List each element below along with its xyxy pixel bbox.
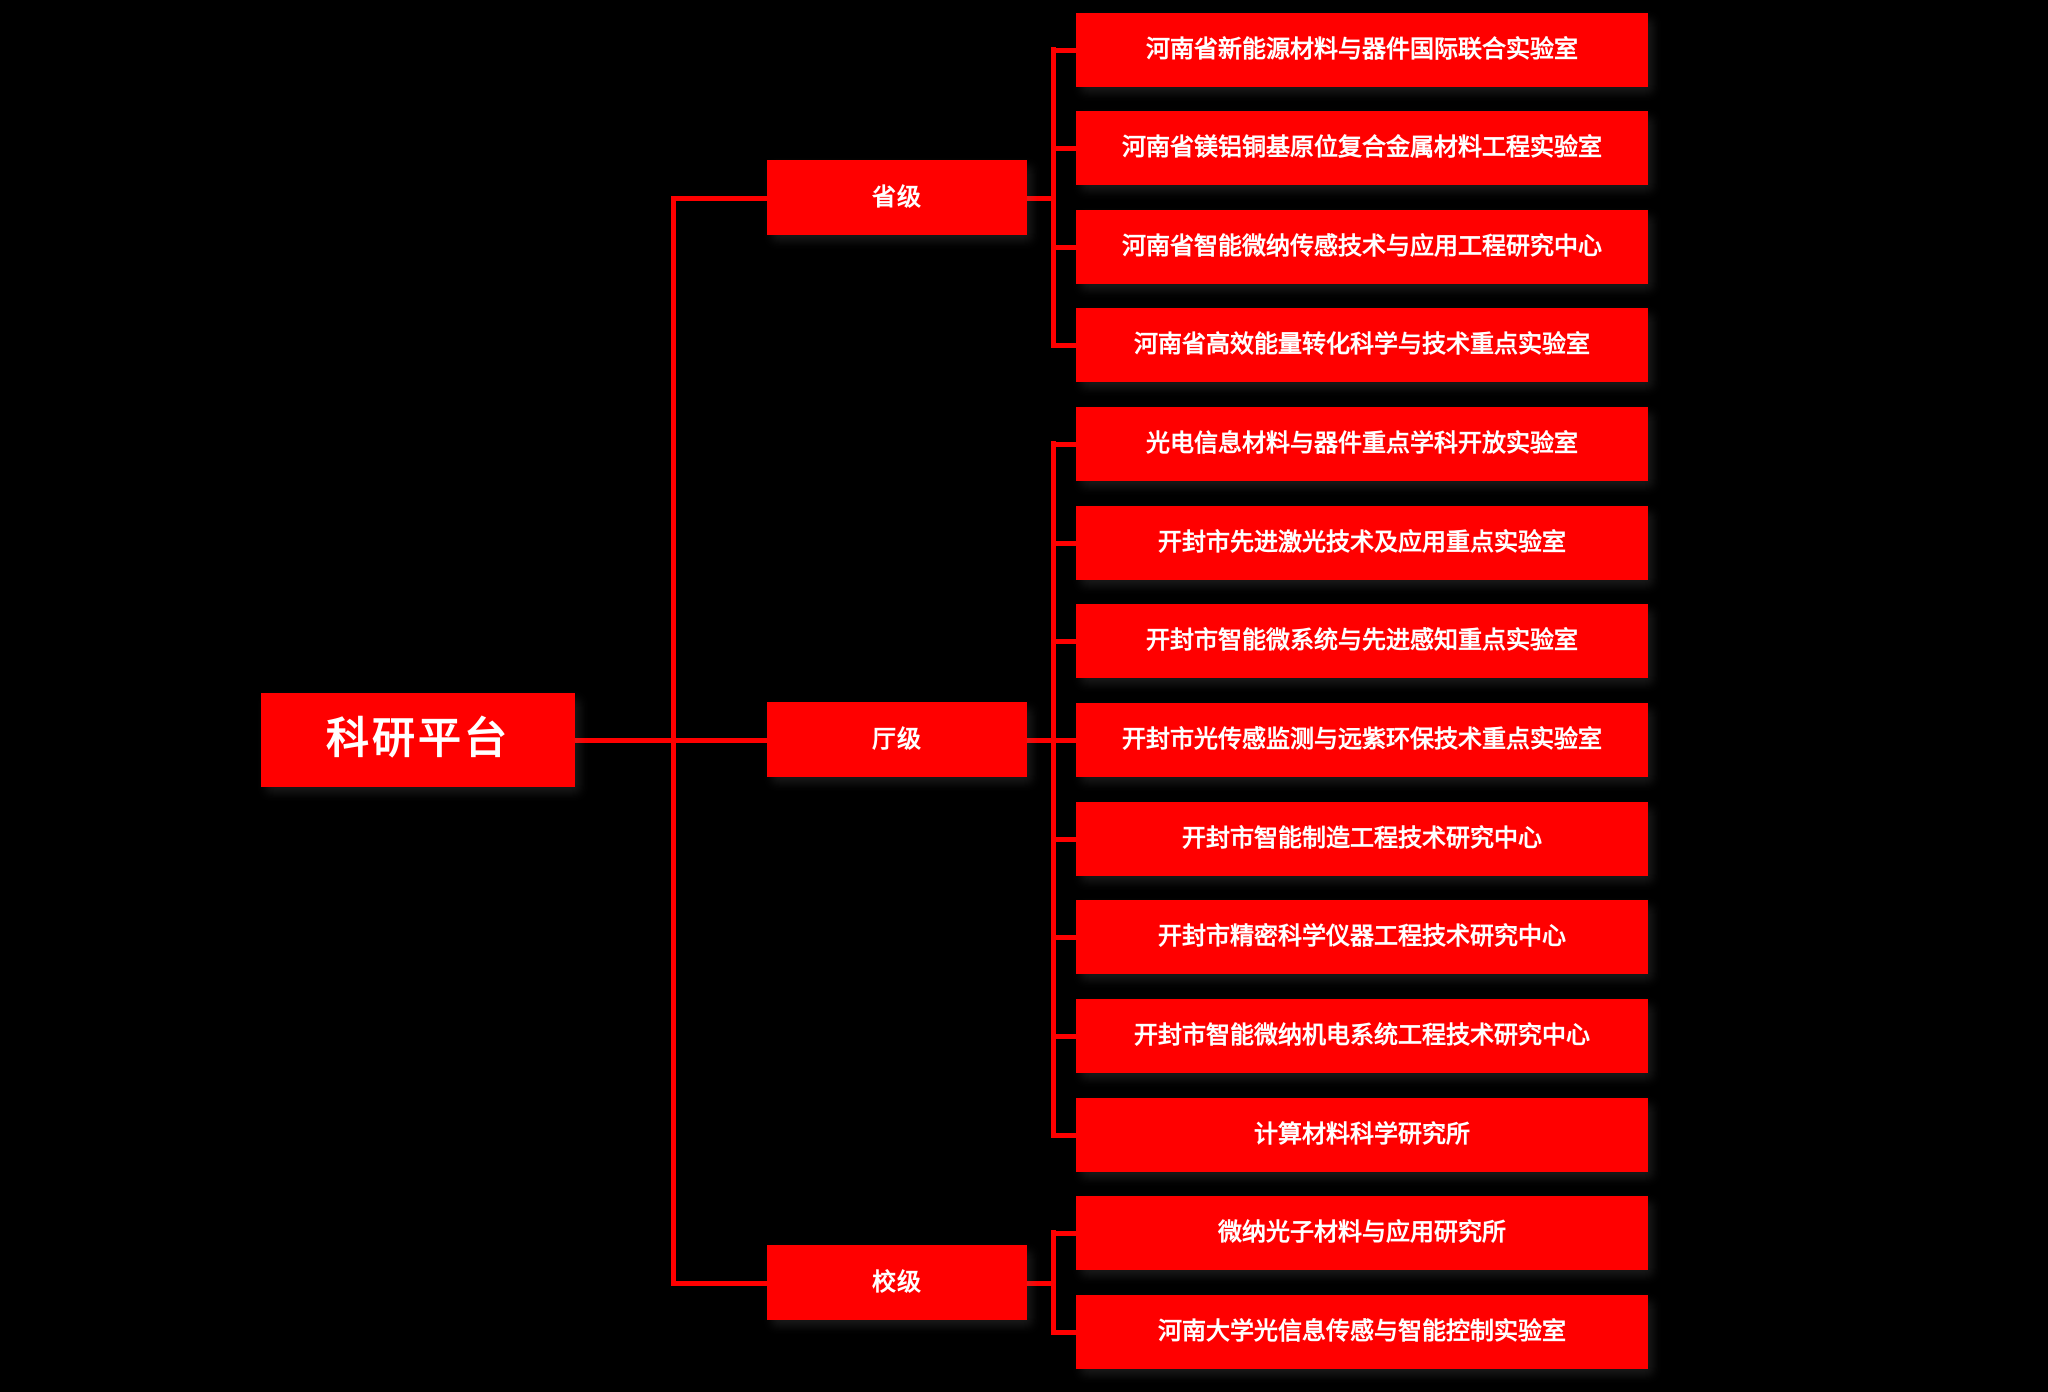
root-node-label: 科研平台	[326, 715, 510, 764]
group-node-department: 厅级	[767, 702, 1027, 777]
stub-leaf-1	[1051, 48, 1076, 53]
group-node-university: 校级	[767, 1245, 1027, 1320]
stub-leaf-4	[1051, 343, 1076, 348]
leaf-node: 河南省智能微纳传感技术与应用工程研究中心	[1076, 210, 1648, 284]
rail-provincial	[1051, 47, 1056, 348]
rail-university	[1051, 1230, 1056, 1335]
stub-leaf-7	[1051, 639, 1076, 644]
rail-department	[1051, 441, 1056, 1138]
leaf-node-label: 河南省镁铝铜基原位复合金属材料工程实验室	[1122, 134, 1602, 161]
group-node-university-label: 校级	[872, 1268, 922, 1296]
leaf-node-label: 开封市智能微系统与先进感知重点实验室	[1146, 627, 1578, 654]
leaf-node-label: 开封市先进激光技术及应用重点实验室	[1158, 529, 1566, 556]
leaf-node: 开封市智能制造工程技术研究中心	[1076, 802, 1648, 876]
stub-leaf-13	[1051, 1231, 1076, 1236]
connector-trunk-to-department	[671, 738, 767, 743]
leaf-node-label: 开封市智能制造工程技术研究中心	[1182, 825, 1542, 852]
leaf-node-label: 光电信息材料与器件重点学科开放实验室	[1146, 430, 1578, 457]
stub-leaf-8	[1051, 738, 1076, 743]
stub-leaf-3	[1051, 245, 1076, 250]
connector-department-to-rail	[1026, 738, 1056, 743]
stub-leaf-6	[1051, 541, 1076, 546]
leaf-node: 计算材料科学研究所	[1076, 1098, 1648, 1172]
leaf-node: 河南省高效能量转化科学与技术重点实验室	[1076, 308, 1648, 382]
leaf-node: 河南省新能源材料与器件国际联合实验室	[1076, 13, 1648, 87]
leaf-node: 开封市智能微系统与先进感知重点实验室	[1076, 604, 1648, 678]
leaf-node-label: 计算材料科学研究所	[1254, 1121, 1470, 1148]
leaf-node-label: 开封市光传感监测与远紫环保技术重点实验室	[1122, 726, 1602, 753]
stub-leaf-12	[1051, 1133, 1076, 1138]
connector-provincial-to-rail	[1026, 196, 1056, 201]
leaf-node: 开封市智能微纳机电系统工程技术研究中心	[1076, 999, 1648, 1073]
leaf-node: 光电信息材料与器件重点学科开放实验室	[1076, 407, 1648, 481]
leaf-node-label: 河南省智能微纳传感技术与应用工程研究中心	[1122, 233, 1602, 260]
leaf-node-label: 开封市智能微纳机电系统工程技术研究中心	[1134, 1022, 1590, 1049]
leaf-node: 微纳光子材料与应用研究所	[1076, 1196, 1648, 1270]
leaf-node-label: 微纳光子材料与应用研究所	[1218, 1219, 1506, 1246]
stub-leaf-14	[1051, 1330, 1076, 1335]
stub-leaf-5	[1051, 442, 1076, 447]
leaf-node-label: 河南省高效能量转化科学与技术重点实验室	[1134, 331, 1590, 358]
leaf-node-label: 开封市精密科学仪器工程技术研究中心	[1158, 923, 1566, 950]
leaf-node-label: 河南省新能源材料与器件国际联合实验室	[1146, 36, 1578, 63]
connector-university-to-rail	[1026, 1281, 1056, 1286]
root-node: 科研平台	[261, 693, 575, 787]
connector-trunk-to-provincial	[671, 196, 767, 201]
stub-leaf-2	[1051, 146, 1076, 151]
leaf-node: 开封市先进激光技术及应用重点实验室	[1076, 506, 1648, 580]
group-node-provincial-label: 省级	[872, 183, 922, 211]
connector-trunk-to-university	[671, 1281, 767, 1286]
group-node-provincial: 省级	[767, 160, 1027, 235]
group-node-department-label: 厅级	[872, 725, 922, 753]
connector-root-to-trunk	[574, 738, 674, 743]
stub-leaf-9	[1051, 837, 1076, 842]
leaf-node: 开封市精密科学仪器工程技术研究中心	[1076, 900, 1648, 974]
leaf-node-label: 河南大学光信息传感与智能控制实验室	[1158, 1318, 1566, 1345]
leaf-node: 河南省镁铝铜基原位复合金属材料工程实验室	[1076, 111, 1648, 185]
leaf-node: 河南大学光信息传感与智能控制实验室	[1076, 1295, 1648, 1369]
leaf-node: 开封市光传感监测与远紫环保技术重点实验室	[1076, 703, 1648, 777]
stub-leaf-11	[1051, 1034, 1076, 1039]
stub-leaf-10	[1051, 935, 1076, 940]
